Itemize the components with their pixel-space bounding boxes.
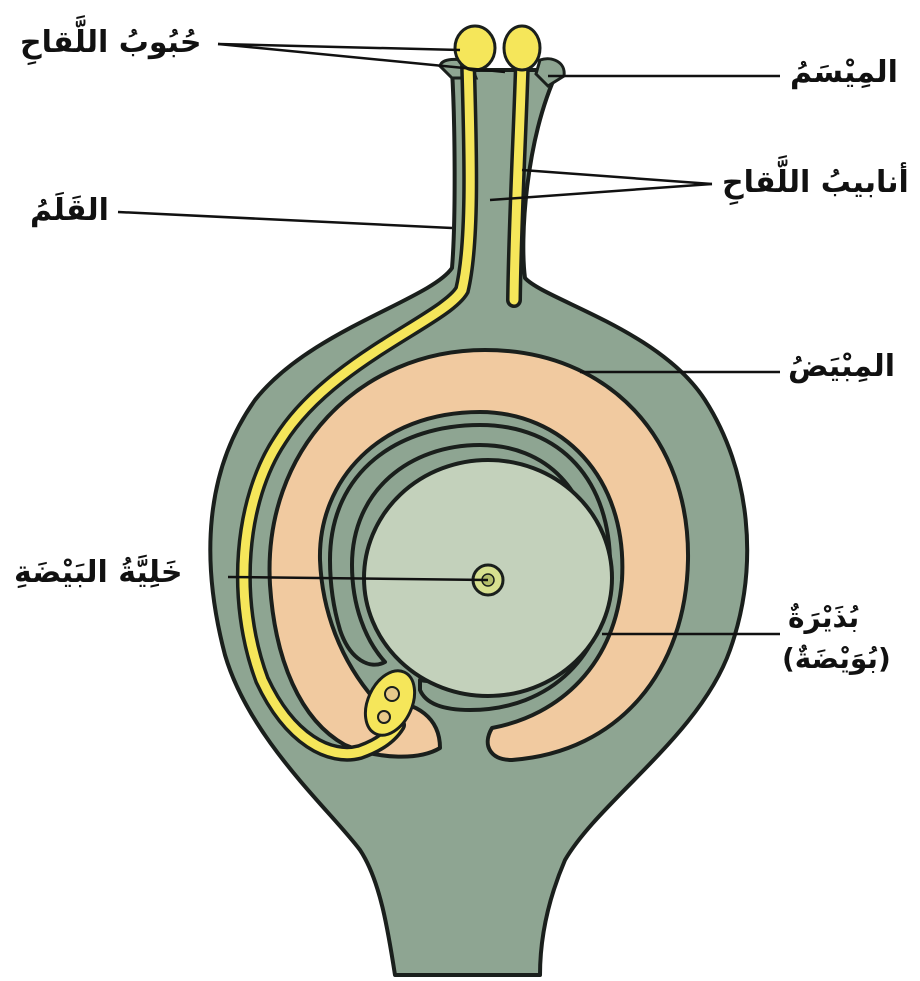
label-pollen-grains: حُبُوبُ اللَّقاحِ: [20, 28, 202, 58]
label-ovule-alt: (بُوَيْضَةٌ): [782, 645, 891, 673]
sperm-nucleus-2: [378, 711, 390, 723]
pollen-grain-left: [455, 26, 495, 70]
label-stigma: المِيْسَمُ: [790, 58, 898, 88]
sperm-nucleus-1: [385, 687, 399, 701]
label-egg-cell: خَلِيَّةُ البَيْضَةِ: [14, 558, 183, 588]
pollen-grain-right: [504, 26, 540, 70]
label-style: القَلَمُ: [30, 196, 109, 226]
label-pollen-tubes: أنابيبُ اللَّقاحِ: [722, 168, 909, 198]
label-ovule: بُذَيْرَةٌ: [788, 604, 859, 632]
label-ovary: المِبْيَضُ: [788, 352, 895, 382]
pointer-tubes-2: [522, 170, 712, 184]
pointer-style: [118, 212, 452, 228]
